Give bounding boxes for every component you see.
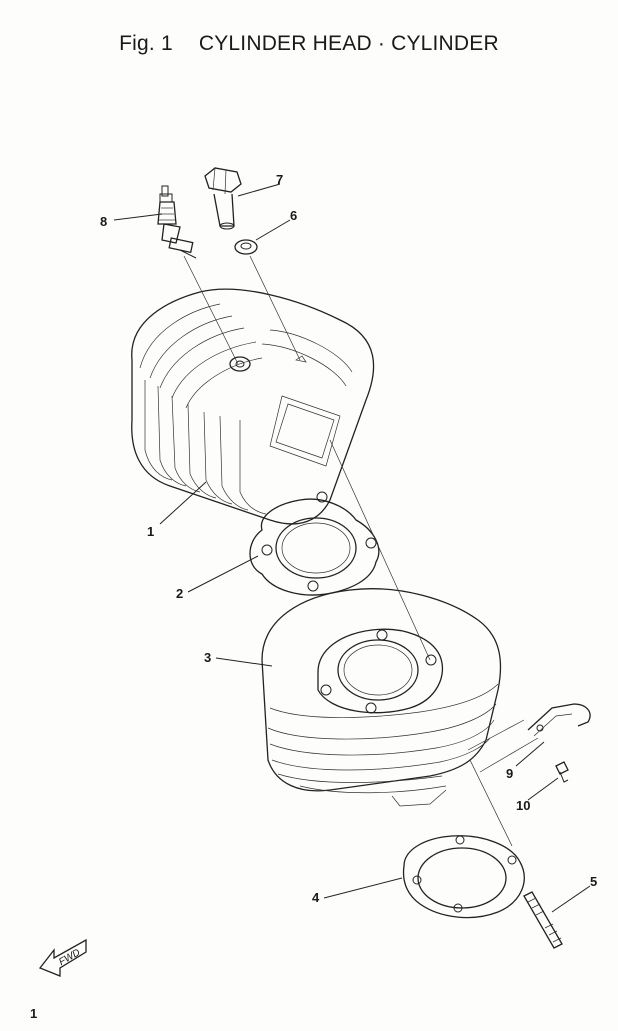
page-number: 1 xyxy=(30,1006,38,1021)
callout-1: 1 xyxy=(147,524,154,539)
spark-plug-part xyxy=(157,185,197,259)
leader-lines xyxy=(113,183,591,913)
figure-caption: CYLINDER HEAD · CYLINDER xyxy=(198,32,499,55)
callout-5: 5 xyxy=(590,874,597,889)
stud-bolt-part xyxy=(523,891,563,949)
callout-8: 8 xyxy=(100,214,107,229)
clamp-part xyxy=(527,703,591,737)
base-gasket-part xyxy=(402,835,525,919)
fwd-arrow-icon: FWD xyxy=(38,938,87,977)
callout-4: 4 xyxy=(312,890,320,905)
callout-3: 3 xyxy=(204,650,211,665)
callout-labels: 1 2 3 4 5 6 7 8 9 10 xyxy=(100,172,597,905)
callout-2: 2 xyxy=(176,586,183,601)
fwd-label: FWD xyxy=(57,947,82,968)
clamp-screw-part xyxy=(555,761,569,783)
figure-number: Fig. 1 xyxy=(119,32,173,55)
head-gasket-part xyxy=(249,491,380,596)
assembly-guide-lines xyxy=(183,255,539,847)
callout-10: 10 xyxy=(516,798,530,813)
callout-7: 7 xyxy=(276,172,283,187)
callout-6: 6 xyxy=(290,208,297,223)
washer-part xyxy=(234,239,258,255)
cylinder-head-part xyxy=(131,288,375,525)
bolt-part xyxy=(204,167,242,230)
cylinder-part xyxy=(261,588,502,807)
figure-title: Fig. 1 CYLINDER HEAD · CYLINDER xyxy=(0,32,618,56)
callout-9: 9 xyxy=(506,766,513,781)
